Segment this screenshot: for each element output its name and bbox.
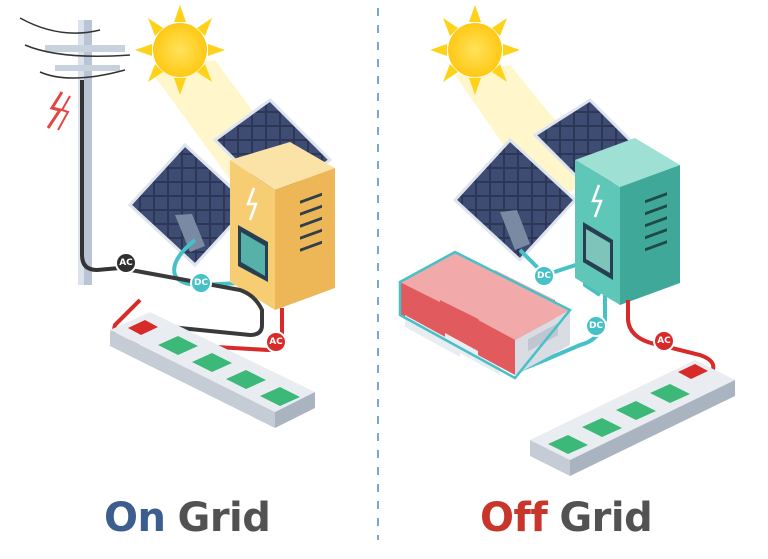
sun-icon xyxy=(430,5,600,205)
ac-grid-cable xyxy=(119,266,264,338)
outlet-icon xyxy=(548,384,690,454)
power-strip-icon xyxy=(110,312,315,428)
utility-pole-icon xyxy=(19,17,131,285)
inverter-icon xyxy=(575,138,680,305)
dc-badge-panel: DC xyxy=(533,265,555,287)
ac-badge-strip-left: AC xyxy=(265,331,287,353)
switch-icon xyxy=(128,320,158,335)
svg-text:AC: AC xyxy=(269,337,283,347)
svg-text:DC: DC xyxy=(537,271,551,281)
switch-icon xyxy=(678,364,708,379)
ac-badge-pole: AC xyxy=(115,252,137,274)
dc-badge-battery: DC xyxy=(585,315,607,337)
ac-badge-strip-right: AC xyxy=(653,330,675,352)
grid-word: Grid xyxy=(177,495,271,541)
on-word: On xyxy=(104,495,166,541)
battery-icon xyxy=(398,250,572,380)
on-grid-illustration: AC DC AC xyxy=(19,5,335,428)
svg-text:AC: AC xyxy=(657,336,671,346)
svg-text:DC: DC xyxy=(589,321,603,331)
svg-text:DC: DC xyxy=(194,278,208,288)
off-word: Off xyxy=(480,495,548,541)
dc-badge-left: DC xyxy=(190,272,212,294)
off-grid-illustration: DC DC AC xyxy=(398,5,735,476)
svg-text:AC: AC xyxy=(119,258,133,268)
outlet-icon xyxy=(158,336,300,406)
grid-word: Grid xyxy=(559,495,653,541)
lightning-icon xyxy=(46,91,71,131)
power-strip-icon xyxy=(530,360,735,476)
inverter-icon xyxy=(230,142,335,310)
